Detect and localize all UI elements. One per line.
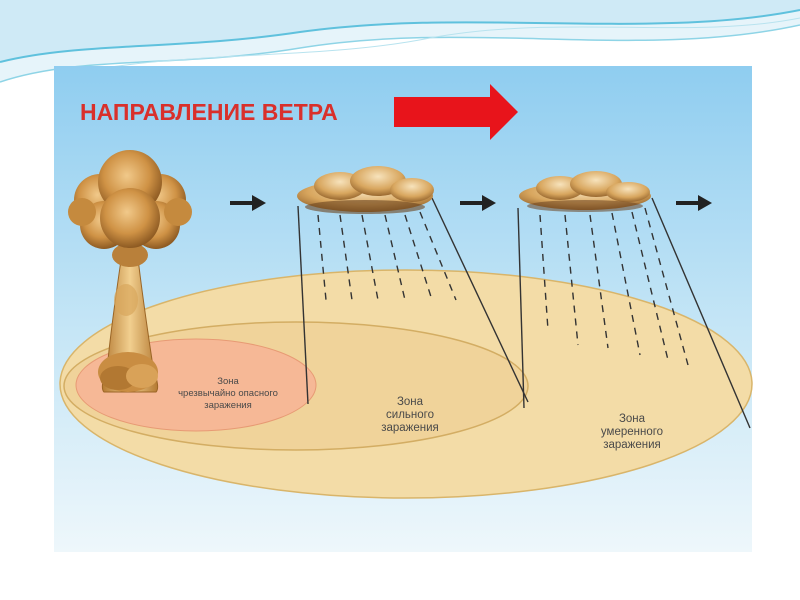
label-zone-moderate-line2: умеренного: [601, 426, 663, 438]
label-zone-strong-line2: сильного: [386, 409, 434, 421]
label-zone-strong-line1: Зона: [397, 396, 424, 408]
wind-direction-title: НАПРАВЛЕНИЕ ВЕТРА: [80, 99, 338, 125]
label-zone-strong-line3: заражения: [381, 422, 439, 434]
label-zone-extreme-line1: Зона: [217, 376, 239, 387]
label-zone-moderate-line3: заражения: [603, 439, 661, 451]
contamination-zones: [60, 270, 752, 498]
label-zone-extreme-line3: заражения: [204, 400, 252, 411]
label-zone-extreme-line2: чрезвычайно опасного: [178, 388, 278, 399]
label-zone-moderate-line1: Зона: [619, 413, 646, 425]
